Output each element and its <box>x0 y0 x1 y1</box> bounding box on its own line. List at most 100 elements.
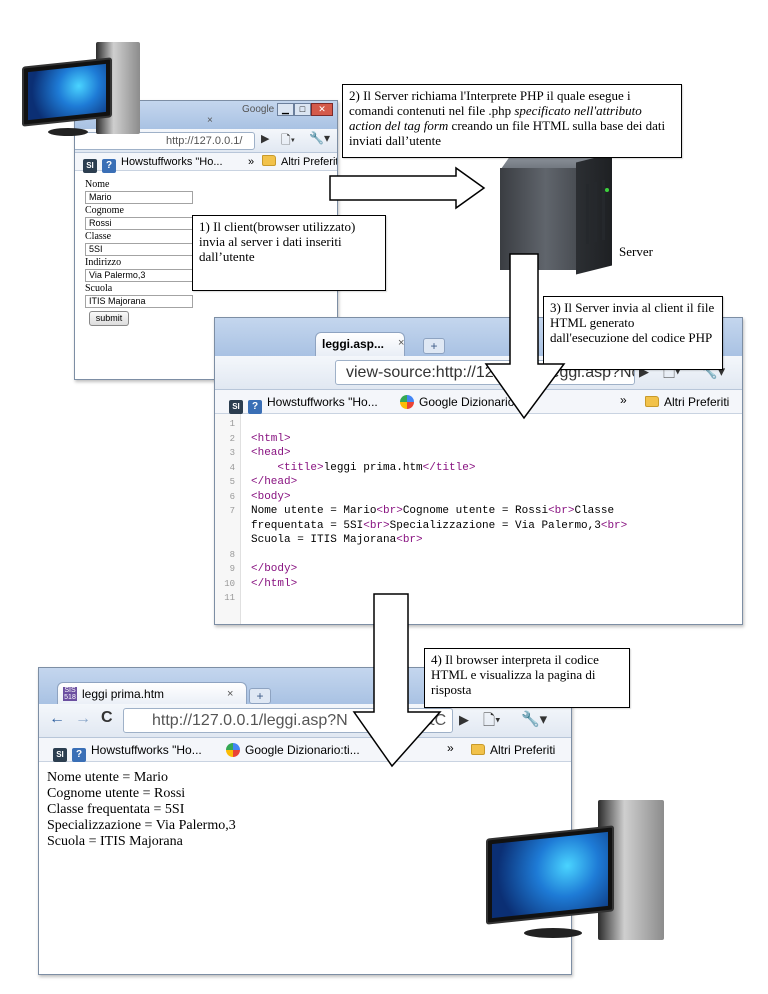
wrench-icon[interactable]: 🔧▾ <box>309 131 330 145</box>
result-line: Cognome utente = Rossi <box>47 786 186 801</box>
monitor-icon <box>22 57 112 127</box>
google-icon <box>226 743 240 757</box>
close-icon[interactable]: × <box>398 337 405 349</box>
address-text: http://127.0.0.1/ <box>166 135 243 147</box>
callout-step-2: 2) Il Server richiama l'Interprete PHP i… <box>342 84 682 158</box>
forward-button[interactable]: → <box>75 710 91 727</box>
go-button[interactable]: ▶ <box>261 133 270 145</box>
site-icon: SI <box>53 748 67 762</box>
monitor-stand-icon <box>48 128 88 136</box>
input-scuola[interactable]: ITIS Majorana <box>85 295 193 308</box>
code-line: <head> <box>251 447 291 459</box>
code-line: </head> <box>251 476 298 488</box>
client-computer-icon <box>18 38 163 143</box>
input-classe[interactable]: 5SI <box>85 243 193 256</box>
bookmark-item[interactable]: SI?Howstuffworks "Ho... <box>53 741 202 762</box>
line-number: 3 <box>229 448 235 458</box>
bookmarks-bar: SI?Howstuffworks "Ho... » Altri Preferit… <box>75 153 337 173</box>
bookmark-item[interactable]: SI?Howstuffworks "Ho... <box>83 153 223 173</box>
site-icon: SI <box>229 400 243 414</box>
address-text: http://127.0.0.1/leggi.asp?N <box>152 712 348 729</box>
server-icon <box>500 150 620 275</box>
monitor-stand-icon <box>524 928 582 938</box>
callout-step-4: 4) Il browser interpreta il codice HTML … <box>424 648 630 708</box>
input-nome[interactable]: Mario <box>85 191 193 204</box>
code-line: <title>leggi prima.htm</title> <box>277 461 476 474</box>
bookmark-folder[interactable]: Altri Preferiti <box>471 741 555 759</box>
line-number: 7 <box>229 506 235 516</box>
result-line: Nome utente = Mario <box>47 770 169 785</box>
close-window-button[interactable]: ✕ <box>311 103 333 116</box>
new-tab-button[interactable]: + <box>249 688 271 704</box>
line-number: 4 <box>229 462 235 473</box>
line-number: 2 <box>229 433 235 444</box>
input-indirizzo[interactable]: Via Palermo,3 <box>85 269 193 282</box>
bookmark-item[interactable]: SI?Howstuffworks "Ho... <box>229 393 378 414</box>
field-label-nome: Nome <box>85 179 110 190</box>
monitor-icon <box>486 825 614 925</box>
more-bookmarks-icon[interactable]: » <box>620 393 627 407</box>
code-line: frequentata = 5SI<br>Specializzazione = … <box>251 519 628 532</box>
go-button[interactable]: ▶ <box>639 364 649 379</box>
page-content: Nome utente = Mario Cognome utente = Ros… <box>39 762 571 974</box>
submit-button[interactable]: submit <box>89 311 129 326</box>
question-icon: ? <box>248 400 262 414</box>
result-line: Specializzazione = Via Palermo,3 <box>47 818 236 833</box>
arrow-server-to-client <box>484 253 566 420</box>
field-label-indirizzo: Indirizzo <box>85 257 122 268</box>
field-label-scuola: Scuola <box>85 283 113 294</box>
bookmark-folder[interactable]: Altri Preferiti <box>262 153 337 171</box>
bookmark-item[interactable]: Google Dizionario:... <box>400 393 528 411</box>
site-icon: SI <box>83 159 97 173</box>
folder-icon <box>471 744 485 755</box>
form-area: Nome Mario Cognome Rossi Classe 5SI Indi… <box>75 171 337 379</box>
bookmarks-bar: SI?Howstuffworks "Ho... Google Dizionari… <box>215 390 742 414</box>
arrow-client-to-server <box>329 166 486 210</box>
question-icon: ? <box>72 748 86 762</box>
close-icon[interactable]: × <box>227 688 234 700</box>
google-label: Google <box>242 104 275 115</box>
close-icon[interactable]: × <box>207 115 213 126</box>
bookmark-folder[interactable]: Altri Preferiti <box>645 393 729 411</box>
go-button[interactable]: ▶ <box>459 712 469 727</box>
question-icon: ? <box>102 159 116 173</box>
arrow-source-to-result <box>352 593 442 768</box>
code-line: </body> <box>251 563 298 575</box>
code-line: <body> <box>251 490 291 503</box>
input-cognome[interactable]: Rossi <box>85 217 193 230</box>
google-icon <box>400 395 414 409</box>
more-bookmarks-icon[interactable]: » <box>248 156 255 168</box>
new-tab-button[interactable]: + <box>423 338 445 354</box>
line-number: 11 <box>224 593 235 603</box>
callout-step-3: 3) Il Server invia al client il file HTM… <box>543 296 723 370</box>
folder-icon <box>645 396 659 407</box>
result-line: Classe frequentata = 5SI <box>47 802 185 817</box>
reload-button[interactable]: C <box>101 709 113 726</box>
more-bookmarks-icon[interactable]: » <box>447 741 454 755</box>
maximize-button[interactable]: □ <box>294 103 311 116</box>
line-number-gutter <box>215 414 241 624</box>
callout-step-1: 1) Il client(browser utilizzato) invia a… <box>192 215 386 291</box>
toolbar: ← → C ☆ http://127.0.0.1/leggi.asp?N &C … <box>39 704 571 738</box>
line-number: 9 <box>229 564 235 574</box>
bookmark-item[interactable]: Google Dizionario:ti... <box>226 741 360 759</box>
field-label-cognome: Cognome <box>85 205 124 216</box>
bookmarks-bar: SI?Howstuffworks "Ho... Google Dizionari… <box>39 738 571 762</box>
code-line: </html> <box>251 577 298 590</box>
line-number: 5 <box>229 477 235 487</box>
code-line: Scuola = ITIS Majorana<br> <box>251 534 423 546</box>
result-line: Scuola = ITIS Majorana <box>47 834 183 849</box>
minimize-button[interactable]: ▁ <box>277 103 294 116</box>
page-menu-icon[interactable]: 🗋▾ <box>483 712 501 729</box>
status-led-icon <box>605 188 609 192</box>
tab-leggi-asp[interactable]: leggi.asp... <box>315 332 405 356</box>
wrench-icon[interactable]: 🔧▾ <box>521 711 548 728</box>
back-button[interactable]: ← <box>49 710 65 727</box>
code-line: <html> <box>251 432 291 445</box>
address-bar[interactable]: http://127.0.0.1/ <box>75 132 255 150</box>
line-number: 8 <box>229 549 235 560</box>
page-menu-icon[interactable]: 🗋▾ <box>281 133 296 147</box>
